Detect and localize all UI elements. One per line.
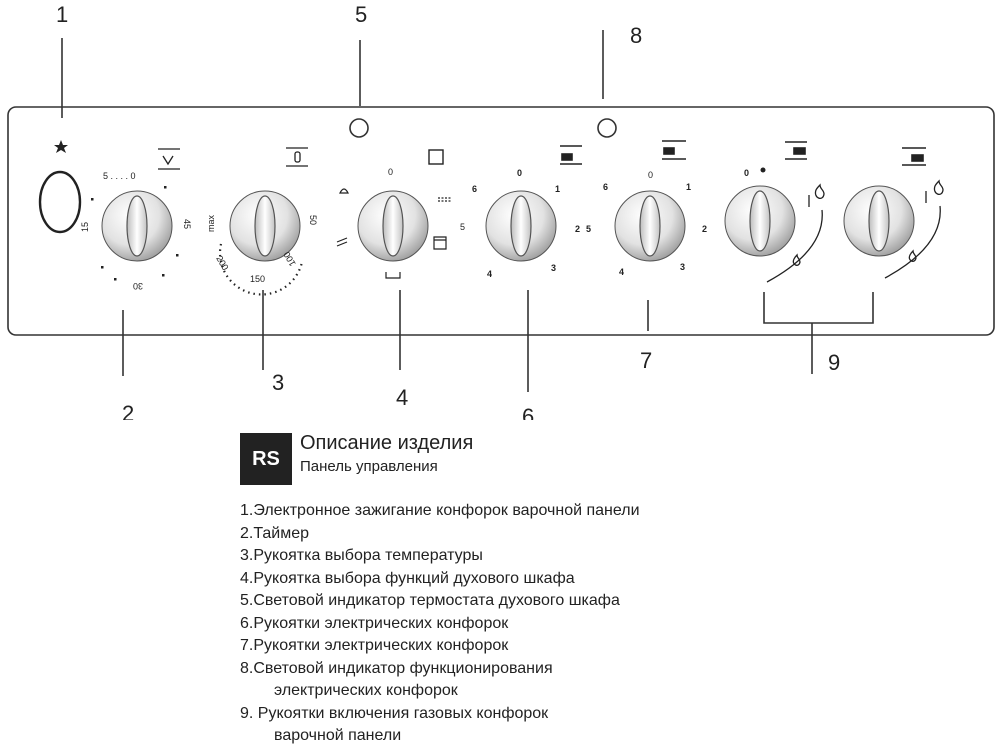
ignition-button[interactable]: [38, 170, 82, 234]
legend-item-text: 2.Таймер: [240, 524, 310, 542]
left-mark-4: 4: [487, 269, 492, 279]
oven-mark-0: 0: [388, 167, 393, 177]
temperature-knob[interactable]: [229, 190, 301, 262]
legend-item: 8.Световой индикатор функционирования эле…: [240, 658, 640, 703]
hotplate-position-icon: [560, 145, 582, 165]
legend-item-text: 5.Световой индикатор термостата духового…: [240, 592, 620, 609]
electric-hotplate-knob-left[interactable]: [485, 190, 557, 262]
language-badge: RS: [240, 433, 292, 485]
legend-item-text: 3.Рукоятка выбора температуры: [240, 547, 483, 564]
gas-mark-0: 0: [744, 168, 749, 178]
gas-position-icon-left: [785, 141, 807, 160]
legend-item: 5.Световой индикатор термостата духового…: [240, 590, 640, 613]
gas-burner-knob-left[interactable]: [724, 185, 796, 257]
legend-item-text: 1.Электронное зажигание конфорок варочно…: [240, 502, 640, 519]
callout-9: 9: [828, 350, 840, 375]
temp-mark-150: 150: [250, 274, 265, 284]
left-mark-2: 2: [575, 224, 580, 234]
callout-5: 5: [355, 2, 367, 27]
legend-item-text: 8.Световой индикатор функционирования: [240, 659, 553, 677]
gas-flame-icon: [766, 179, 944, 283]
legend-item: 9. Рукоятки включения газовых конфорок ва…: [240, 703, 640, 748]
leader-lines: [61, 30, 874, 392]
oven-mark-5: 5: [460, 222, 465, 232]
legend-item-continuation: электрических конфорок: [274, 682, 458, 699]
right-mark-6: 6: [603, 182, 608, 192]
right-mark-3: 3: [680, 262, 685, 272]
left-mark-5: 5: [586, 224, 591, 234]
temp-mark-max: max: [206, 214, 216, 232]
ignition-spark-icon: [54, 140, 68, 153]
gas-mark-dot: [760, 167, 766, 173]
right-mark-1: 1: [686, 182, 691, 192]
right-mark-2: 2: [702, 224, 707, 234]
legend-item: 3.Рукоятка выбора температуры: [240, 545, 640, 568]
legend-list: 1.Электронное зажигание конфорок варочно…: [240, 500, 640, 748]
right-mark-0: 0: [648, 170, 653, 180]
temp-mark-50: 50: [308, 215, 318, 225]
legend-item: 7.Рукоятки электрических конфорок: [240, 635, 640, 658]
timer-knob[interactable]: [101, 190, 173, 262]
right-mark-4: 4: [619, 267, 624, 277]
timer-mark-30: 30: [133, 281, 143, 291]
hotplate-indicator-light: [597, 118, 617, 138]
legend-item-text: 6.Рукоятки электрических конфорок: [240, 614, 509, 632]
electric-hotplate-knob-right[interactable]: [614, 190, 686, 262]
oven-function-symbols: [336, 188, 452, 279]
callout-7: 7: [640, 348, 652, 373]
section-title: Описание изделия: [300, 432, 474, 454]
gas-position-icon-right: [902, 147, 926, 166]
oven-thermostat-light: [349, 118, 369, 138]
legend-item-text: 9. Рукоятки включения газовых конфорок: [240, 704, 549, 722]
callout-4: 4: [396, 385, 408, 410]
legend-item: 4.Рукоятка выбора функций духового шкафа: [240, 568, 640, 591]
legend-item: 1.Электронное зажигание конфорок варочно…: [240, 500, 640, 523]
left-mark-6: 6: [472, 184, 477, 194]
legend-item-text: 4.Рукоятка выбора функций духового шкафа: [240, 569, 575, 587]
callout-3: 3: [272, 370, 284, 395]
timer-mark-5-0: 5 . . . . 0: [103, 171, 136, 181]
callout-2: 2: [122, 401, 134, 420]
gas-burner-knob-right[interactable]: [843, 185, 915, 257]
timer-mark-45: 45: [182, 219, 192, 229]
legend-item-text: 7.Рукоятки электрических конфорок: [240, 637, 509, 654]
oven-function-knob[interactable]: [357, 190, 429, 262]
timer-dots: [91, 186, 179, 281]
thermometer-icon: [286, 147, 308, 167]
left-mark-0: 0: [517, 168, 522, 178]
callout-8: 8: [630, 23, 642, 48]
legend-item: 2.Таймер: [240, 523, 640, 546]
timer-mark-15: 15: [80, 222, 90, 232]
control-panel-diagram: 1 2 3 4 5 6 7 8 9 5 .: [7, 2, 995, 420]
left-mark-3: 3: [551, 263, 556, 273]
legend-item-continuation: варочной панели: [274, 727, 402, 744]
oven-function-icon: [428, 149, 444, 165]
left-mark-1: 1: [555, 184, 560, 194]
timer-bell-icon: [158, 148, 180, 170]
callout-1: 1: [56, 2, 68, 27]
hotplate-position-icon-right: [662, 140, 686, 160]
section-subtitle: Панель управления: [300, 458, 438, 475]
legend-item: 6.Рукоятки электрических конфорок: [240, 613, 640, 636]
callout-6: 6: [522, 404, 534, 420]
